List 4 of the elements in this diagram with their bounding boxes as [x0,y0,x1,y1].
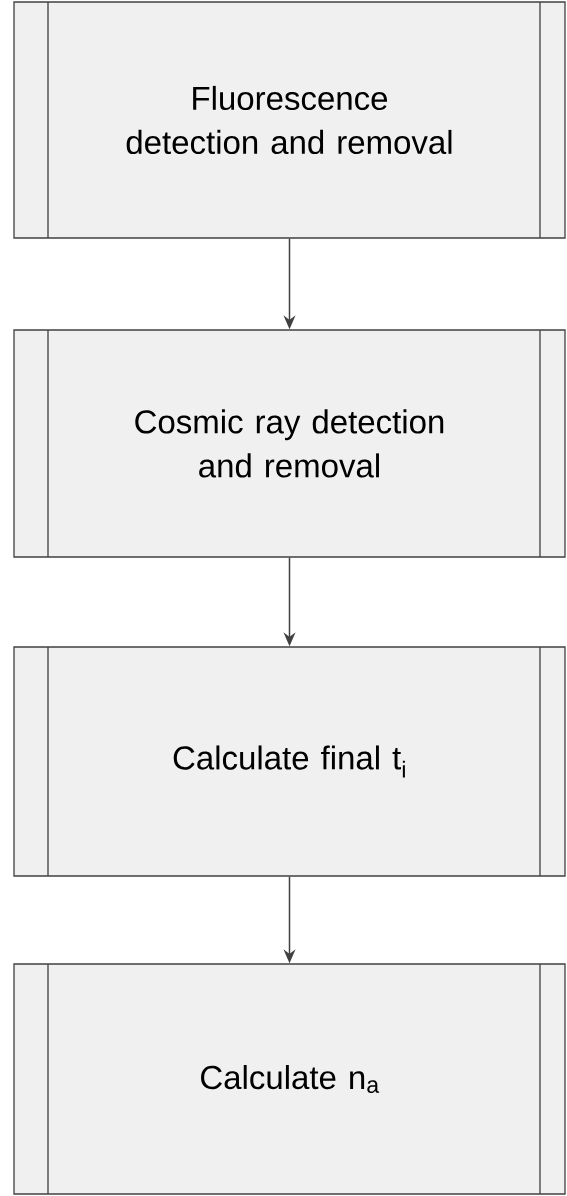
process-box: Fluorescence detection and removal [13,1,566,239]
process-box: Calculate n$_{a}$ [13,963,566,1195]
process-box: Calculate final t$_{i}$ [13,646,566,877]
process-box: Cosmic ray detection and removal [13,329,566,558]
